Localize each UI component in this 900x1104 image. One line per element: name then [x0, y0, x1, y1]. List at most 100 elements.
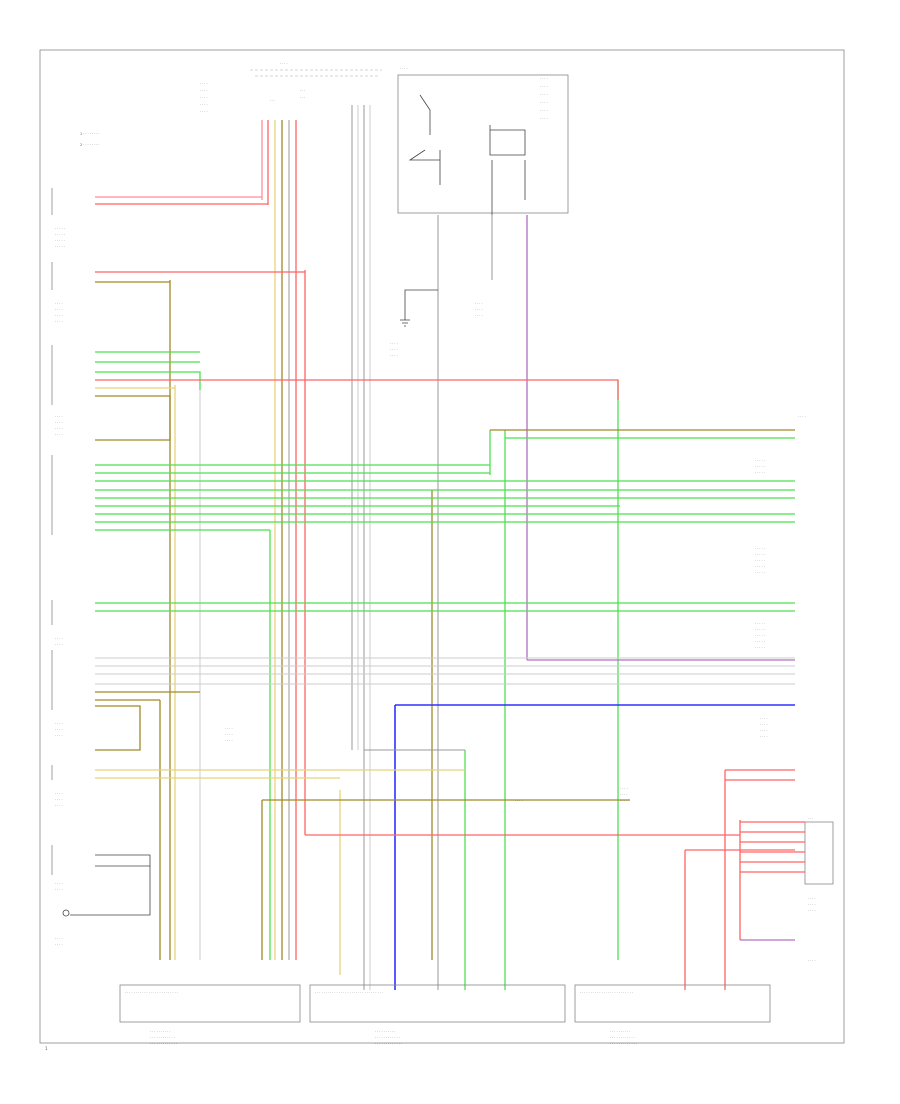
svg-text:· · · · · · · · · · · ·: · · · · · · · · · · · · — [610, 1036, 635, 1040]
svg-text:· · · ·: · · · · — [475, 308, 483, 312]
svg-text:· · · ·: · · · · — [390, 342, 398, 346]
svg-text:· · · ·: · · · · — [200, 82, 208, 86]
svg-text:· · · ·: · · · · — [400, 67, 408, 71]
svg-text:· · · ·: · · · · — [55, 433, 63, 437]
svg-text:· · · ·: · · · · — [55, 427, 63, 431]
svg-text:· · · ·: · · · · — [55, 314, 63, 318]
svg-text:· · · ·: · · · · — [200, 89, 208, 93]
svg-text:· · · ·: · · · · — [475, 314, 483, 318]
connector-block-middle — [309, 984, 566, 1023]
svg-text:· · · ·: · · · · — [808, 897, 816, 901]
right-sensor-connector — [804, 821, 834, 885]
svg-text:· · · ·: · · · · — [55, 804, 63, 808]
svg-text:· · ·: · · · — [300, 89, 305, 93]
svg-text:· · · ·: · · · · — [55, 728, 63, 732]
svg-text:· · · ·: · · · · — [225, 739, 233, 743]
svg-text:· · · · ·: · · · · · — [55, 245, 65, 249]
svg-text:2 · · · · · · · ·: 2 · · · · · · · · — [80, 143, 99, 147]
legend-notes: 1 · · · · · · · · 2 · · · · · · · · — [80, 132, 99, 147]
svg-text:· · · · ·: · · · · · — [755, 547, 765, 551]
svg-text:· · · · ·: · · · · · — [755, 459, 765, 463]
svg-text:· · · ·: · · · · — [620, 793, 628, 797]
svg-text:· · · · ·: · · · · · — [755, 471, 765, 475]
svg-text:· · · ·: · · · · — [798, 415, 806, 419]
ground-symbols: · · · · · · · · · · · · · · · · · · · · · · … — [225, 289, 628, 803]
svg-text:· · · ·: · · · · — [55, 798, 63, 802]
svg-text:· · ·: · · · — [270, 99, 275, 103]
svg-text:· · · · ·: · · · · · — [755, 646, 765, 650]
svg-text:· · ·: · · · — [808, 817, 813, 821]
top-fuse-panel-left: · · · · · · · · · · · · · · · · · · · · … — [200, 62, 382, 114]
svg-text:· · · · ·: · · · · · — [55, 227, 65, 231]
svg-text:· · · · ·: · · · · · — [55, 239, 65, 243]
svg-text:· · · ·: · · · · — [55, 734, 63, 738]
svg-text:· · · · · · · · · · · · · · ·: · · · · · · · · · · · · · · · · · · · · … — [580, 991, 633, 995]
svg-text:· · · ·: · · · · — [620, 799, 628, 803]
svg-text:· · · · ·: · · · · · — [755, 565, 765, 569]
svg-text:· · · ·: · · · · — [55, 888, 63, 892]
vertical-wires — [159, 105, 741, 990]
svg-text:· · · · ·: · · · · · — [55, 233, 65, 237]
svg-text:· · · ·: · · · · — [760, 717, 768, 721]
svg-text:· · · ·: · · · · — [55, 943, 63, 947]
svg-text:· · · · · · · · · · · · ·: · · · · · · · · · · · · · — [610, 1042, 637, 1046]
svg-text:· · · ·: · · · · — [225, 733, 233, 737]
connector-block-right — [574, 984, 771, 1023]
bottom-connectors: · · · · · · · · · · · · · · · · · · · · … — [119, 984, 771, 1046]
svg-text:· · · · ·: · · · · · — [755, 640, 765, 644]
connector-block-left — [119, 984, 301, 1023]
svg-text:· · · ·: · · · · — [475, 302, 483, 306]
svg-text:· · · ·: · · · · — [540, 101, 548, 105]
svg-text:· · · ·: · · · · — [540, 117, 548, 121]
svg-text:· · · ·: · · · · — [760, 735, 768, 739]
left-components: · · · · · · · · · · · · · · · · · · · · · ·… — [51, 188, 70, 947]
svg-text:· · · · · · · · · · · · ·: · · · · · · · · · · · · · — [150, 1042, 177, 1046]
svg-text:· · · ·: · · · · — [200, 110, 208, 114]
svg-text:· · · ·: · · · · — [55, 320, 63, 324]
svg-text:· · · ·: · · · · — [200, 96, 208, 100]
svg-text:· · · ·: · · · · — [515, 799, 523, 803]
svg-text:· · · ·: · · · · — [620, 787, 628, 791]
svg-text:1 · · · · · · · ·: 1 · · · · · · · · — [80, 132, 99, 136]
svg-text:· · · ·: · · · · — [760, 723, 768, 727]
svg-text:· · · ·: · · · · — [55, 415, 63, 419]
svg-text:· · · · · · · · · · · · ·: · · · · · · · · · · · · · — [375, 1042, 402, 1046]
svg-text:· · · ·: · · · · — [55, 937, 63, 941]
svg-text:· · · ·: · · · · — [540, 109, 548, 113]
svg-text:· · · · ·: · · · · · — [755, 553, 765, 557]
svg-text:· · · ·: · · · · — [55, 637, 63, 641]
page-frame — [39, 49, 845, 1044]
right-components: · · · · · · · · · · · · · · · · · · · · · … — [755, 415, 816, 963]
svg-text:· · · ·: · · · · — [55, 421, 63, 425]
svg-text:· · · · · · · · · · · · · · ·: · · · · · · · · · · · · · · · · · · · · … — [125, 991, 178, 995]
svg-text:· · · ·: · · · · — [55, 308, 63, 312]
svg-text:· · · · ·: · · · · · — [755, 571, 765, 575]
svg-text:· · · ·: · · · · — [540, 93, 548, 97]
svg-text:· · · ·: · · · · — [808, 903, 816, 907]
svg-text:· · · ·: · · · · — [390, 354, 398, 358]
svg-text:· · · · ·: · · · · · — [755, 628, 765, 632]
relay-box: · · · · · · · · · · · · · · · · · · · · … — [397, 67, 569, 215]
svg-text:· · · · ·: · · · · · — [755, 622, 765, 626]
svg-text:· · · ·: · · · · — [280, 62, 288, 66]
svg-text:· · · ·: · · · · — [760, 729, 768, 733]
svg-text:· · ·: · · · — [300, 96, 305, 100]
svg-text:· · · ·: · · · · — [390, 348, 398, 352]
svg-text:· · · · ·: · · · · · — [755, 465, 765, 469]
svg-text:· · · ·: · · · · — [55, 302, 63, 306]
svg-text:· · · · · · · · · · · ·: · · · · · · · · · · · · — [375, 1036, 400, 1040]
svg-text:· · · ·: · · · · — [808, 959, 816, 963]
svg-text:· · · ·: · · · · — [540, 85, 548, 89]
svg-text:· · · · · · · · · ·: · · · · · · · · · · — [610, 1030, 630, 1034]
svg-text:· · · ·: · · · · — [540, 77, 548, 81]
svg-text:· · · ·: · · · · — [225, 727, 233, 731]
svg-text:· · · · ·: · · · · · — [755, 559, 765, 563]
svg-text:· · · · · · · · · ·: · · · · · · · · · · — [375, 1030, 395, 1034]
svg-text:· · · ·: · · · · — [55, 643, 63, 647]
svg-text:· · · ·: · · · · — [55, 722, 63, 726]
page-number: 1 — [45, 1046, 48, 1051]
svg-text:· · · ·: · · · · — [808, 909, 816, 913]
svg-text:· · · · · · · · · · · ·: · · · · · · · · · · · · — [150, 1036, 175, 1040]
